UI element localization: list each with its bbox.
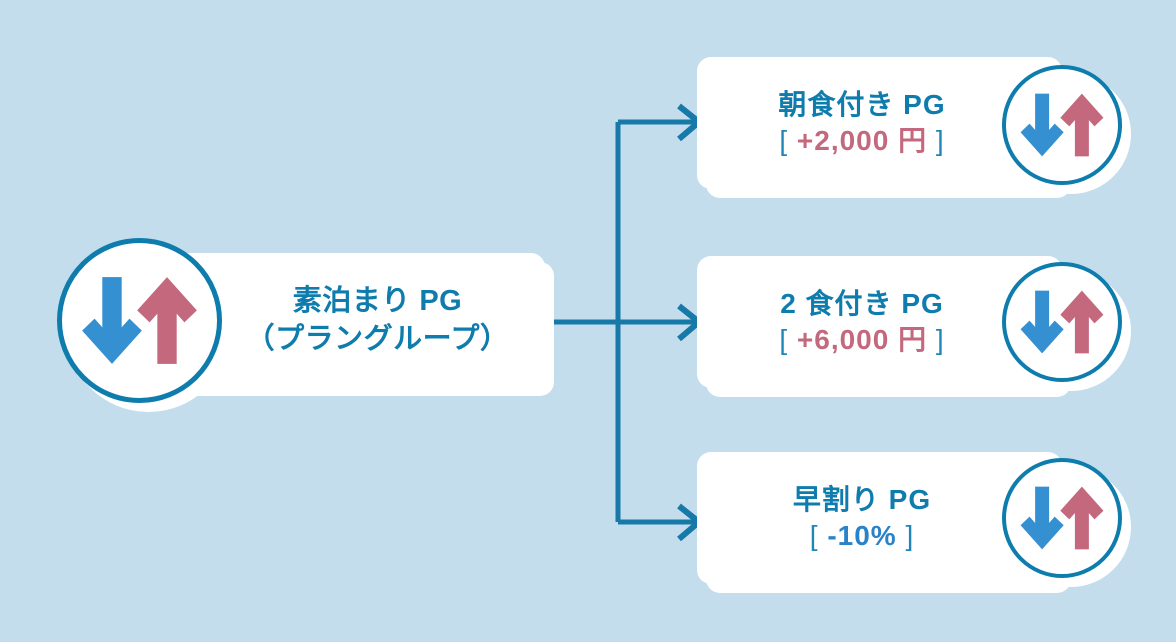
root-node-label: 素泊まり PG （プラングループ）: [205, 253, 550, 387]
root-label-line1: 素泊まり PG: [292, 284, 463, 317]
up-down-arrows-icon: [57, 238, 222, 403]
option-card-text: 2 食付き PG [ +6,000 円 ]: [697, 256, 1027, 388]
option-card[interactable]: [697, 452, 1062, 584]
up-down-arrows-icon: [1002, 65, 1122, 185]
option-card-text: 朝食付き PG [ +2,000 円 ]: [697, 57, 1027, 189]
up-down-arrows-icon: [1002, 458, 1122, 578]
bracket-close: ]: [935, 125, 945, 156]
root-label-line2: （プラングループ）: [245, 323, 510, 355]
option-card-amount: +2,000 円: [796, 125, 928, 156]
option-card-value: [ +6,000 円 ]: [779, 322, 944, 358]
arrowhead-3: [677, 503, 704, 542]
option-card[interactable]: [697, 57, 1062, 189]
option-card[interactable]: [697, 256, 1062, 388]
bracket-close: ]: [905, 520, 915, 551]
arrowhead-1: [677, 103, 704, 142]
bracket-open: [: [779, 125, 789, 156]
bracket-close: ]: [935, 324, 945, 355]
option-card-text: 早割り PG [ -10% ]: [697, 452, 1027, 584]
bracket-open: [: [809, 520, 819, 551]
arrowhead-2: [677, 303, 704, 342]
option-card-value: [ -10% ]: [810, 518, 915, 554]
option-card-title: 朝食付き PG: [778, 88, 946, 120]
option-card-value: [ +2,000 円 ]: [779, 123, 944, 159]
bracket-open: [: [779, 324, 789, 355]
option-card-amount: -10%: [827, 520, 897, 551]
option-card-amount: +6,000 円: [796, 324, 928, 355]
option-card-title: 2 食付き PG: [780, 287, 944, 319]
option-card-title: 早割り PG: [792, 483, 932, 515]
up-down-arrows-icon: [1002, 262, 1122, 382]
